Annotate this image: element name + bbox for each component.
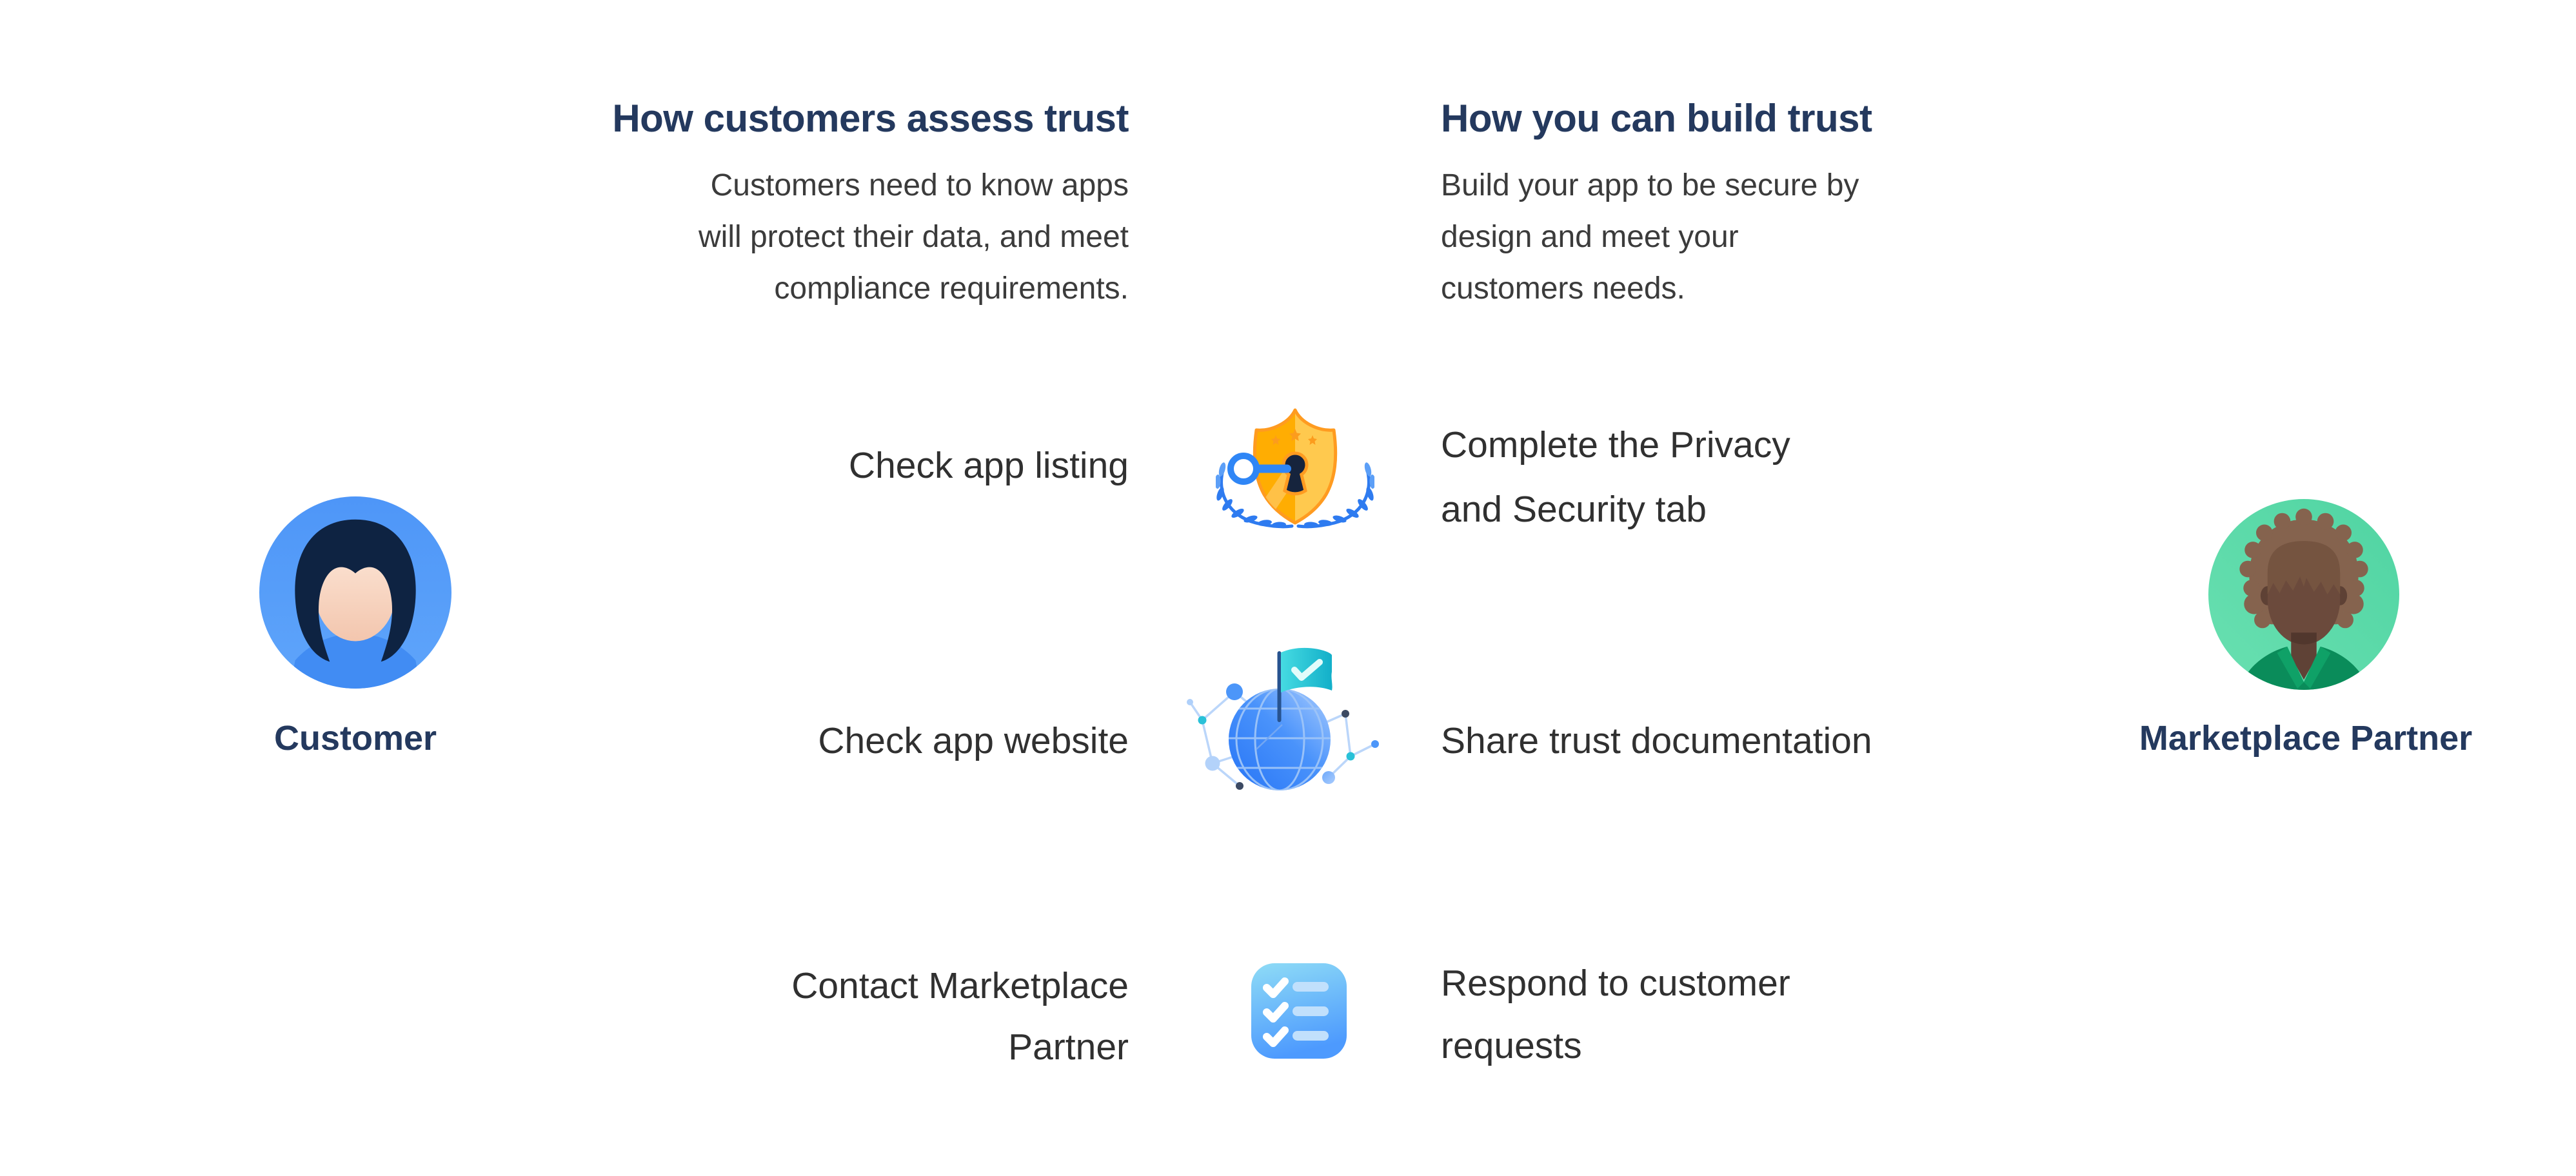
checked-flag-icon	[1281, 647, 1333, 692]
partner-column-heading: How you can build trust	[1441, 97, 1872, 140]
customer-avatar	[259, 496, 451, 689]
trust-badge-shield-key-laurel-icon	[1216, 406, 1374, 532]
flag-pole	[1277, 651, 1282, 722]
row-1-customer-action: Check app listing	[848, 445, 1129, 486]
globe	[1229, 689, 1331, 790]
partner-column-description: Build your app to be secure by design an…	[1441, 168, 1859, 306]
partner-avatar	[2208, 499, 2399, 690]
keyhole-icon	[1282, 451, 1309, 496]
network-nodes	[1187, 683, 1379, 790]
globe-flag-network-icon	[1185, 645, 1379, 796]
key-icon	[1227, 453, 1291, 485]
customer-column-description: Customers need to know apps will protect…	[698, 168, 1129, 306]
laurel-branches	[1216, 462, 1374, 529]
customer-hair	[295, 519, 416, 662]
shield-stars	[1271, 429, 1317, 445]
checklist-icon	[1250, 962, 1348, 1060]
row-2-customer-action: Check app website	[818, 720, 1129, 761]
partner-label: Marketplace Partner	[2139, 719, 2473, 758]
row-2-partner-action: Share trust documentation	[1441, 720, 1872, 761]
row-3-partner-action: Respond to customer requests	[1441, 963, 1790, 1066]
customer-label: Customer	[273, 719, 437, 758]
row-1-partner-action: Complete the Privacy and Security tab	[1441, 424, 1790, 530]
row-3-customer-action: Contact Marketplace Partner	[791, 965, 1129, 1068]
customer-column-heading: How customers assess trust	[612, 97, 1129, 140]
